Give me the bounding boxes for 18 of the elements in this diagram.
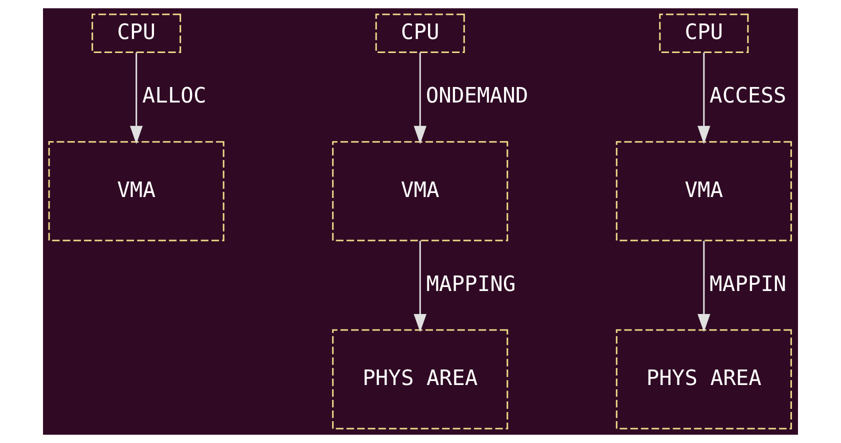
arrow	[130, 52, 143, 144]
node-box: CPU	[92, 14, 182, 54]
node-box: CPU	[375, 14, 465, 54]
node-box: PHYS AREA	[616, 329, 792, 430]
edge-label: ALLOC	[142, 84, 206, 109]
edge-label: MAPPIN	[710, 272, 786, 297]
arrow	[698, 52, 710, 144]
arrow	[414, 52, 426, 144]
node-box: VMA	[616, 141, 792, 242]
edge-label: ONDEMAND	[426, 84, 528, 109]
edge-label: ACCESS	[710, 84, 786, 109]
edge-label: MAPPING	[426, 272, 516, 297]
arrow	[414, 240, 426, 332]
arrow	[698, 240, 710, 332]
node-box: PHYS AREA	[332, 329, 508, 430]
node-box: CPU	[659, 14, 749, 54]
node-box: VMA	[332, 141, 508, 242]
node-box: VMA	[48, 141, 224, 242]
